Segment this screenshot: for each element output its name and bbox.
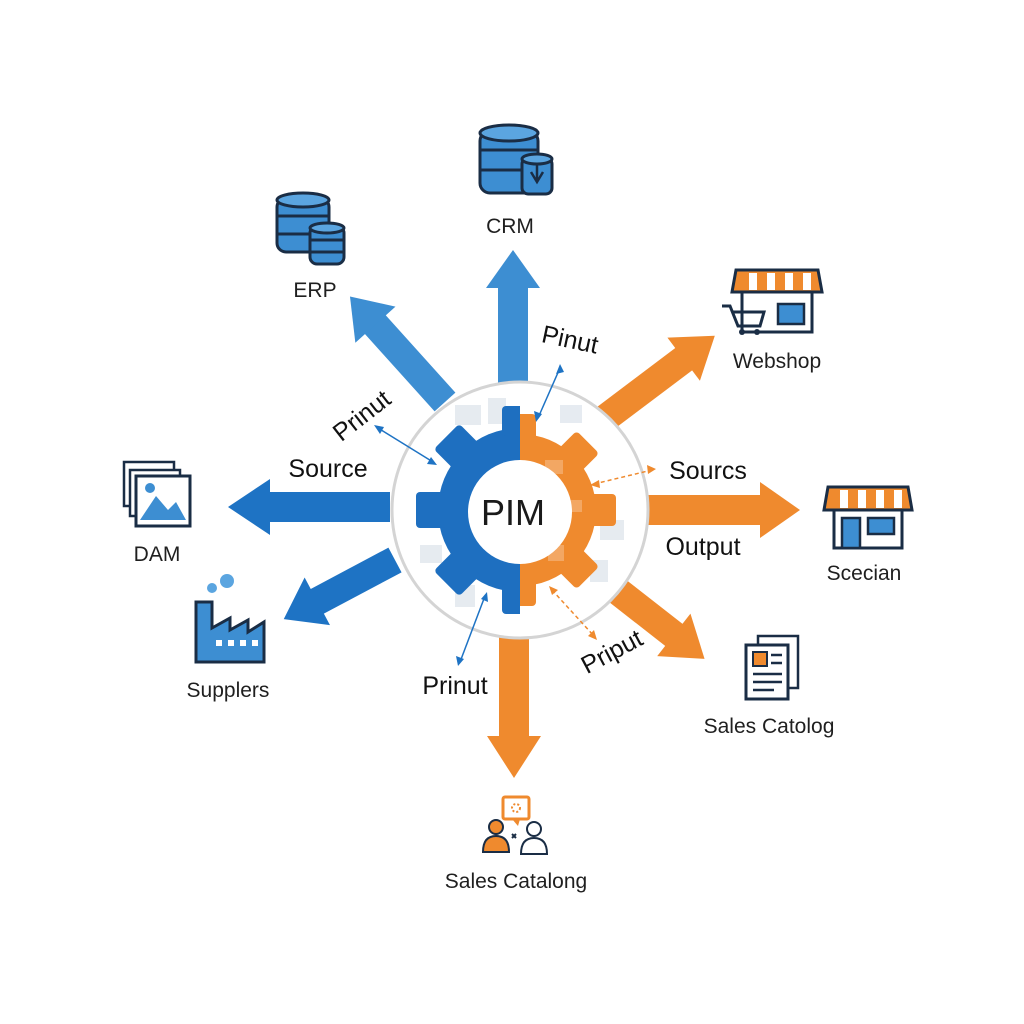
connector-upper-left xyxy=(374,425,437,465)
flow-label-lower-right: Priput xyxy=(577,624,648,679)
connector-top xyxy=(534,364,564,422)
database-icon xyxy=(275,191,346,266)
arrow-to-suppliers xyxy=(283,547,402,626)
flow-label-top: Pinut xyxy=(539,320,601,359)
flow-label-upper-left: Prinut xyxy=(328,385,397,447)
storefront-icon xyxy=(822,485,914,550)
node-scecian: Scecian xyxy=(822,485,914,585)
hub-center xyxy=(468,460,572,564)
connector-right xyxy=(590,465,656,488)
image-gallery-icon xyxy=(122,460,192,528)
arrow-to-dam xyxy=(228,479,390,535)
connector-bottom xyxy=(456,592,488,666)
node-label-erp: ERP xyxy=(293,279,336,302)
node-dam: DAM xyxy=(122,460,192,566)
arrow-to-webshop xyxy=(594,335,715,432)
node-label-webshop: Webshop xyxy=(733,350,821,373)
document-icon xyxy=(744,634,800,701)
node-sales-catolog: Sales Catolog xyxy=(704,634,835,738)
database-icon xyxy=(478,123,554,196)
flow-label-left: Source xyxy=(288,455,367,483)
node-label-suppliers: Supplers xyxy=(187,679,270,702)
flow-label-bottom: Prinut xyxy=(422,672,487,700)
connector-lower-right xyxy=(549,586,597,640)
arrow-to-sales-catolog xyxy=(601,573,705,659)
hub-label: PIM xyxy=(481,492,545,533)
node-suppliers: Supplers xyxy=(187,574,270,702)
arrow-to-erp xyxy=(349,296,456,412)
node-webshop: Webshop xyxy=(722,268,824,373)
node-label-scecian: Scecian xyxy=(827,562,902,585)
pim-hub: PIM xyxy=(390,380,650,640)
node-label-sales-catolog: Sales Catolog xyxy=(704,715,835,738)
factory-icon xyxy=(194,574,266,664)
arrow-to-sales-catalong xyxy=(487,630,541,778)
arrow-to-scecian xyxy=(640,482,800,538)
flow-label-right-top: Sourcs xyxy=(669,457,747,485)
node-erp: ERP xyxy=(275,191,346,302)
storefront-cart-icon xyxy=(722,268,824,335)
node-label-dam: DAM xyxy=(134,543,181,566)
people-chat-icon xyxy=(481,795,549,855)
node-sales-catalong: Sales Catalong xyxy=(445,795,587,893)
flow-label-right-bottom: Output xyxy=(665,533,740,561)
node-label-crm: CRM xyxy=(486,215,534,238)
node-label-sales-catalong: Sales Catalong xyxy=(445,870,587,893)
node-crm: CRM xyxy=(478,123,554,238)
